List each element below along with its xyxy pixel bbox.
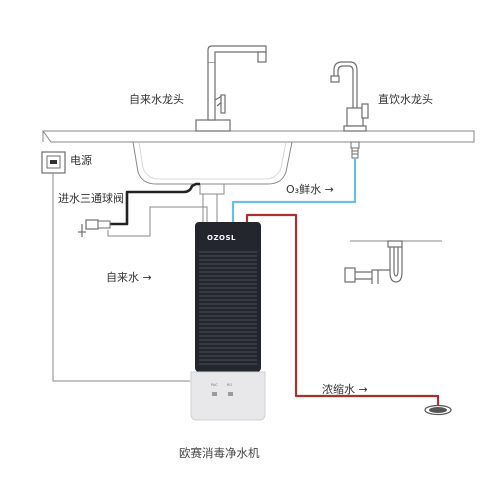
drain-icon [424,404,452,416]
brand-logo: OZOSL [207,234,236,242]
drinking-faucet-icon [330,61,369,132]
inlet-pipe-black [96,182,200,226]
port-label-pac: PAC [211,383,218,387]
power-label: 电源 [70,154,92,167]
ball-valve-icon [78,219,111,237]
unit-ridges [199,251,257,365]
p-trap-icon [344,240,442,284]
ozone-water-label: O₃鲜水 → [286,183,334,196]
tap-water-pipe [107,206,208,237]
power-cord [52,173,190,382]
faucet-connector [350,141,360,159]
tap-faucet-label: 自来水龙头 [129,93,184,106]
port-label-ro: RO [227,383,233,387]
product-name: 欧赛消毒净水机 [179,446,260,460]
countertop [42,130,475,143]
drain-pipe [202,194,218,222]
inlet-valve-label: 进水三通球阀 [58,192,124,205]
drinking-faucet-label: 直饮水龙头 [378,93,433,106]
tap-faucet-icon [195,45,267,132]
power-socket-icon [41,151,66,174]
concentrate-pipe [245,213,440,406]
tap-water-label: 自来水 → [106,271,152,284]
sink-basin [132,141,293,195]
concentrate-label: 浓缩水 → [322,383,368,396]
ozone-water-pipe [231,158,357,222]
purifier-unit [190,222,266,421]
